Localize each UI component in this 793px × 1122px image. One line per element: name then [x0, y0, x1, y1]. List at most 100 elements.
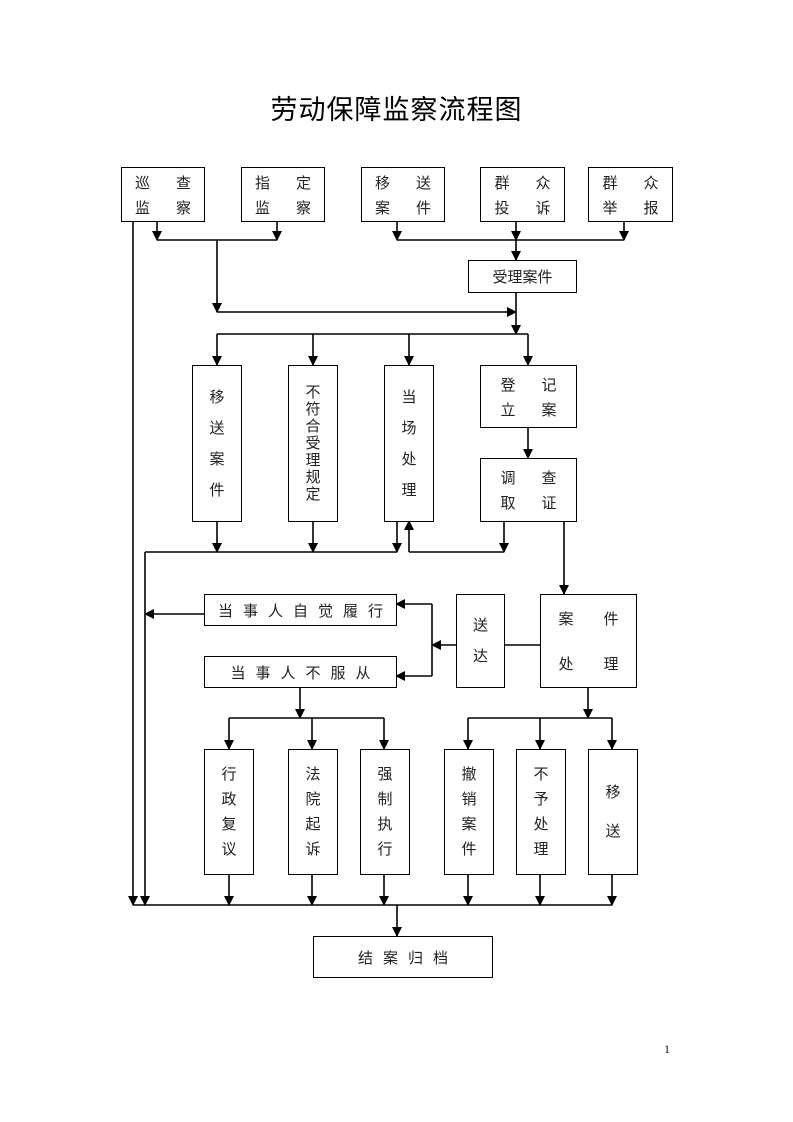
char: 达	[472, 647, 488, 665]
char: 执	[377, 815, 393, 833]
page-title: 劳动保障监察流程图	[270, 95, 523, 126]
party-refuse-box: 当事人不服从	[204, 656, 397, 688]
char: 监	[134, 198, 150, 217]
outcome-transfer: 移 送	[588, 749, 638, 875]
char: 强	[377, 765, 393, 783]
char: 举	[602, 198, 618, 217]
char: 诉	[535, 198, 551, 217]
char: 指	[254, 173, 270, 192]
char: 案	[461, 815, 477, 833]
party-refuse-label: 当事人不服从	[230, 663, 381, 682]
char: 报	[643, 198, 659, 217]
char: 案	[209, 449, 225, 468]
char: 件	[603, 610, 619, 628]
char: 议	[221, 840, 237, 858]
page-number: 1	[664, 1042, 670, 1056]
char: 件	[416, 198, 432, 217]
char: 证	[541, 494, 557, 512]
investigate-box: 调 查 取 证	[480, 458, 577, 522]
char: 政	[221, 790, 237, 808]
source-patrol-inspection: 巡 查 监 察	[121, 167, 205, 222]
char: 送	[416, 173, 432, 192]
char: 案	[374, 198, 390, 217]
char: 制	[377, 790, 393, 808]
source-designated-inspection: 指 定 监 察	[241, 167, 325, 222]
char: 移	[605, 783, 621, 801]
close-archive-label: 结案归档	[357, 948, 458, 967]
outcome-no-penalty: 不 予 处 理	[516, 749, 566, 875]
char: 符	[305, 400, 321, 418]
char: 销	[461, 790, 477, 808]
char: 查	[541, 469, 557, 487]
char: 理	[533, 840, 549, 858]
char: 受	[305, 434, 321, 452]
char: 当	[401, 387, 417, 406]
char: 行	[221, 765, 237, 783]
char: 定	[305, 485, 321, 503]
close-archive-box: 结案归档	[313, 936, 493, 978]
char: 撤	[461, 765, 477, 783]
char: 记	[541, 375, 557, 394]
accept-case-label: 受理案件	[492, 268, 553, 286]
char: 登	[500, 375, 516, 394]
char: 群	[602, 173, 618, 192]
char: 法	[305, 765, 321, 783]
char: 巡	[134, 173, 150, 192]
char: 处	[533, 815, 549, 833]
char: 复	[221, 815, 237, 833]
char: 众	[535, 173, 551, 192]
source-public-complaint: 群 众 投 诉	[480, 167, 565, 222]
char: 不	[305, 383, 321, 401]
delivery-box: 送 达	[456, 594, 505, 688]
char: 行	[377, 840, 393, 858]
branch-on-spot-handling: 当 场 处 理	[384, 365, 434, 522]
char: 案	[541, 400, 557, 419]
char: 理	[401, 480, 417, 499]
char: 众	[643, 173, 659, 192]
char: 立	[500, 400, 516, 419]
char: 起	[305, 815, 321, 833]
char: 移	[209, 387, 225, 406]
branch-transfer-case: 移 送 案 件	[192, 365, 242, 522]
char: 院	[305, 790, 321, 808]
char: 取	[500, 494, 516, 512]
source-public-report: 群 众 举 报	[588, 167, 673, 222]
char: 定	[296, 173, 312, 192]
char: 调	[500, 469, 516, 487]
accept-case-box: 受理案件	[468, 260, 577, 293]
char: 送	[472, 616, 488, 634]
char: 件	[209, 480, 225, 499]
case-handling-box: 案 件 处 理	[540, 594, 637, 688]
char: 处	[401, 449, 417, 468]
char: 理	[305, 451, 321, 469]
char: 处	[558, 655, 574, 673]
party-comply-label: 当事人自觉履行	[217, 601, 393, 620]
char: 案	[558, 610, 574, 628]
char: 规	[305, 468, 321, 486]
char: 查	[176, 173, 192, 192]
outcome-court-suit: 法 院 起 诉	[288, 749, 338, 875]
char: 察	[296, 198, 312, 217]
branch-register-case: 登 记 立 案	[480, 365, 577, 428]
char: 群	[494, 173, 510, 192]
char: 合	[305, 417, 321, 435]
char: 件	[461, 840, 477, 858]
outcome-enforcement: 强 制 执 行	[360, 749, 410, 875]
char: 不	[533, 765, 549, 783]
char: 予	[533, 790, 549, 808]
party-comply-box: 当事人自觉履行	[204, 594, 397, 626]
branch-not-acceptable: 不 符 合 受 理 规 定	[288, 365, 338, 522]
char: 察	[176, 198, 192, 217]
char: 监	[254, 198, 270, 217]
source-transferred-case: 移 送 案 件	[361, 167, 445, 222]
char: 理	[603, 655, 619, 673]
char: 投	[494, 198, 510, 217]
char: 场	[401, 418, 417, 437]
char: 移	[374, 173, 390, 192]
outcome-revoke-case: 撤 销 案 件	[444, 749, 494, 875]
char: 送	[209, 418, 225, 437]
outcome-admin-review: 行 政 复 议	[204, 749, 254, 875]
char: 送	[605, 822, 621, 840]
char: 诉	[305, 840, 321, 858]
